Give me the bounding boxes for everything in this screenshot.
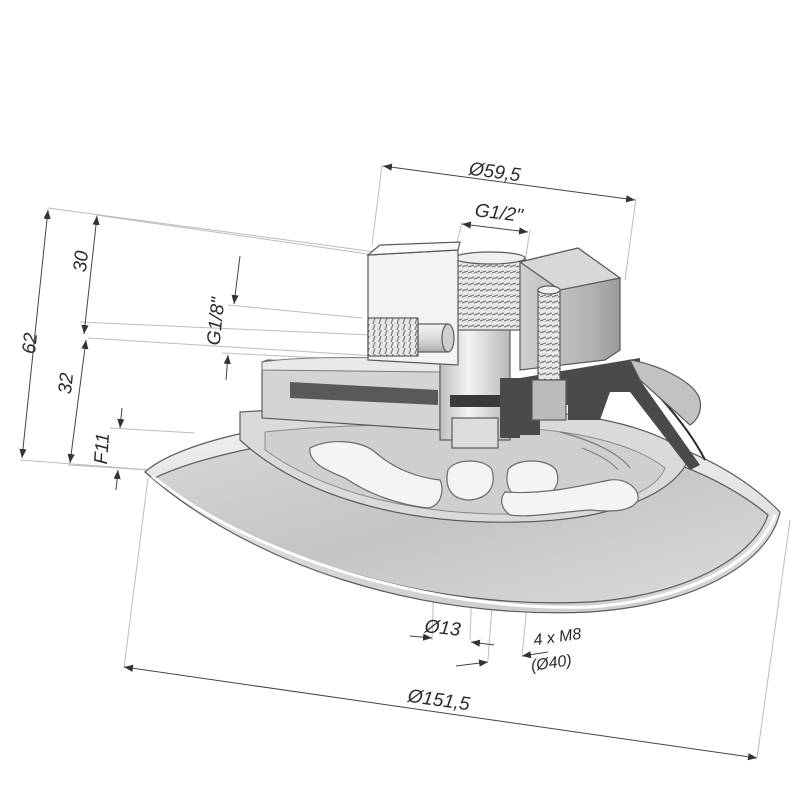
right-housing xyxy=(518,247,622,421)
label-thread-top: G1/2" xyxy=(474,200,525,227)
slot-left xyxy=(309,441,443,509)
label-mount-holes: 4 x M8 xyxy=(532,626,582,650)
side-fitting xyxy=(366,241,461,366)
label-mount-pitch: (Ø40) xyxy=(530,652,573,675)
label-lip-height: F11 xyxy=(91,432,114,465)
mount-screw xyxy=(537,289,561,381)
dimension-labels: 62 30 32 F11 G1/8" Ø59,5 G1/2" Ø13 4 x M… xyxy=(19,159,582,716)
section-stripe-left xyxy=(290,382,438,405)
label-height-lower: 32 xyxy=(55,371,78,395)
label-height-upper: 30 xyxy=(70,249,93,273)
top-thread-fitting xyxy=(454,251,526,331)
label-body-diameter: Ø59,5 xyxy=(467,159,522,187)
slot-right xyxy=(501,479,639,517)
label-height-total: 62 xyxy=(19,331,42,355)
top-thread xyxy=(454,257,526,331)
label-thread-side: G1/8" xyxy=(204,295,230,346)
label-cup-diameter: Ø151,5 xyxy=(405,686,471,716)
label-bore-diameter: Ø13 xyxy=(423,616,462,641)
support-slots xyxy=(309,431,639,517)
side-thread xyxy=(367,317,419,357)
dimension-lines xyxy=(19,163,758,761)
slot-center-left xyxy=(446,460,494,501)
